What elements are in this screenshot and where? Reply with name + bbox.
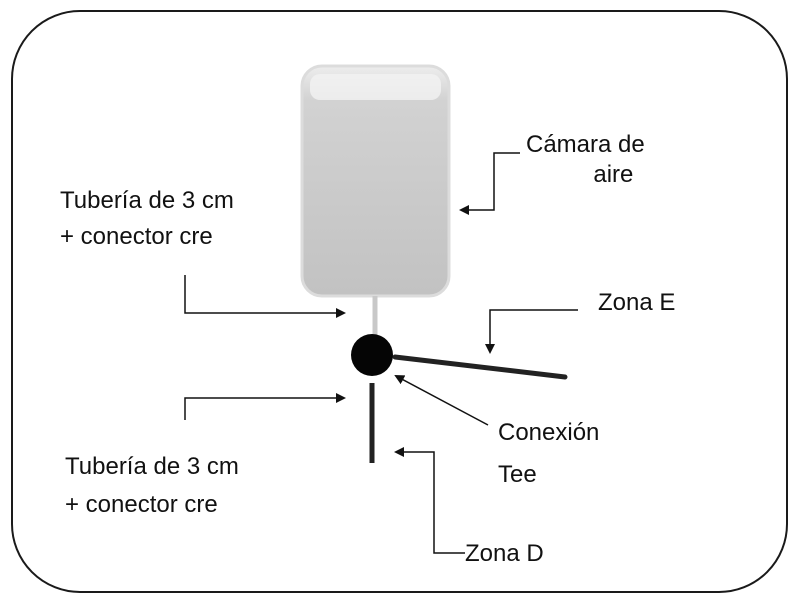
- upper-tubing-pointer: [184, 275, 346, 318]
- tee-joint: [351, 334, 393, 376]
- tee-connection-pointer: [394, 375, 489, 426]
- zone-d-label: Zona D: [465, 540, 544, 567]
- lower-tubing-label-line-1: Tubería de 3 cm: [65, 453, 239, 480]
- tee-connection-label-line-2: Tee: [498, 461, 537, 488]
- upper-tubing-label-line-1: Tubería de 3 cm: [60, 187, 234, 214]
- air-chamber-pointer: [459, 152, 520, 215]
- tee-connection-label: Conexión Tee: [498, 418, 599, 490]
- upper-tubing-label-line-2: + conector cre: [60, 223, 213, 250]
- lower-tubing-pointer: [184, 393, 346, 420]
- outer-frame: [11, 10, 788, 593]
- zone-d-pointer: [394, 447, 465, 554]
- air-chamber: [300, 64, 451, 298]
- air-chamber-label-line-1: Cámara de: [526, 131, 645, 158]
- air-chamber-highlight: [310, 74, 441, 100]
- zone-e-tube: [392, 354, 568, 380]
- air-chamber-label: Cámara de aire: [526, 130, 645, 190]
- tee-connection-label-line-1: Conexión: [498, 419, 600, 446]
- zone-e-label: Zona E: [598, 289, 676, 316]
- lower-tubing-label-line-2: + conector cre: [65, 491, 218, 518]
- zone-e-pointer: [485, 309, 578, 354]
- lower-tubing-label: Tubería de 3 cm + conector cre: [65, 452, 239, 520]
- upper-tubing-label: Tubería de 3 cm + conector cre: [60, 186, 234, 252]
- air-chamber-label-line-2: aire: [593, 161, 634, 188]
